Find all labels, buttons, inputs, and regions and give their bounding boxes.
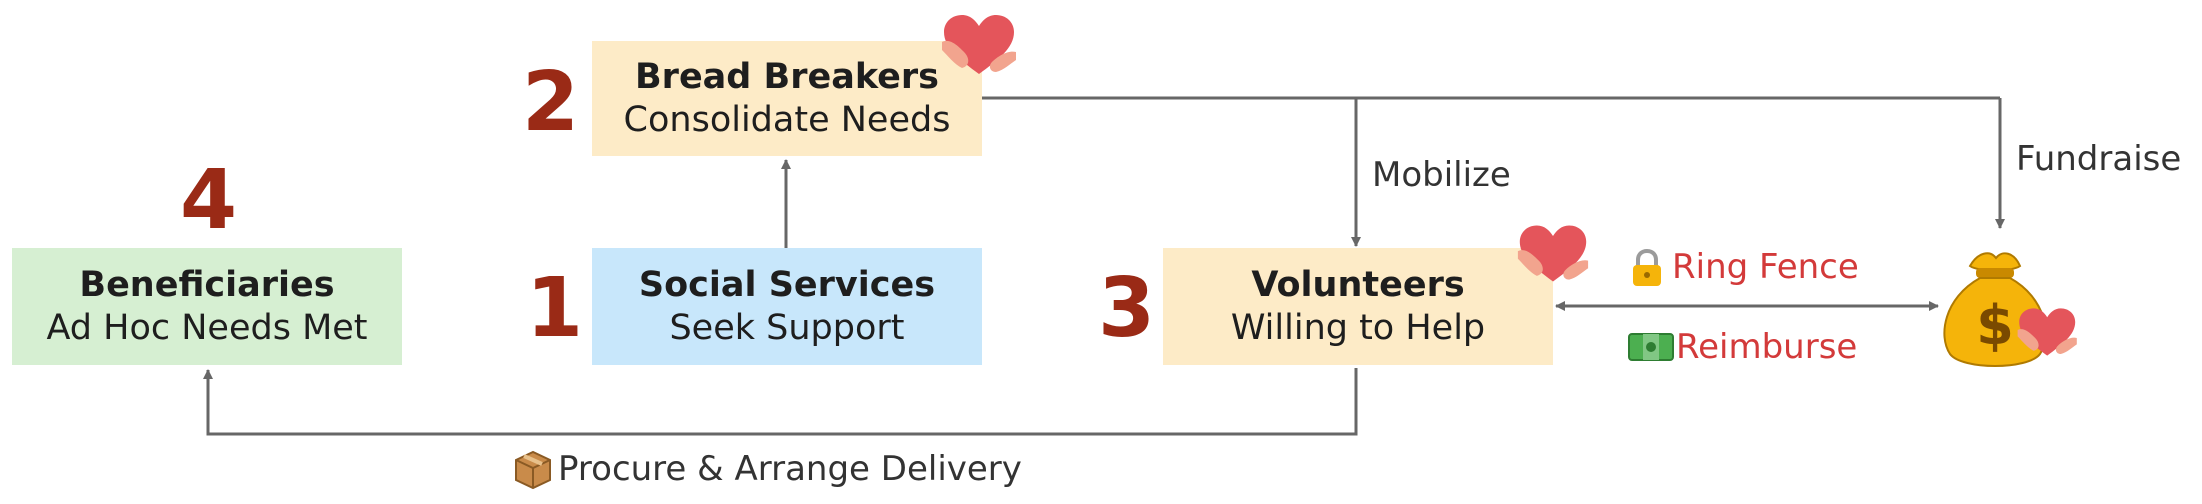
volunteers-title: Volunteers [1251,264,1465,305]
fundraise-label: Fundraise [2016,139,2182,179]
beneficiaries-node: Beneficiaries Ad Hoc Needs Met [12,248,402,365]
heart-hands-icon [942,15,1016,74]
procure-label: Procure & Arrange Delivery [558,449,1022,489]
step-number-2: 2 [522,55,580,150]
banknote-icon [1628,333,1674,361]
step-number-1: 1 [526,261,584,356]
social-services-title: Social Services [638,264,936,305]
bread-breakers-title: Bread Breakers [635,56,939,97]
social-services-subtitle: Seek Support [669,307,905,348]
ring-fence-label: Ring Fence [1672,247,1859,287]
volunteers-node: Volunteers Willing to Help [1163,248,1553,365]
lock-icon [1633,248,1661,286]
bread-breakers-node: Bread Breakers Consolidate Needs [592,41,982,156]
step-number-3: 3 [1098,261,1156,356]
mobilize-label: Mobilize [1372,155,1511,195]
heart-hands-icon [2017,308,2077,356]
social-services-node: Social Services Seek Support [592,248,982,365]
beneficiaries-subtitle: Ad Hoc Needs Met [46,307,368,348]
svg-text:$: $ [1976,294,2014,357]
beneficiaries-title: Beneficiaries [79,264,335,305]
arrow-volunteers-to-beneficiaries [203,368,1358,436]
money-bag-icon: $ [1943,252,2077,367]
bread-breakers-subtitle: Consolidate Needs [623,99,951,140]
heart-hands-icon [1517,225,1589,282]
volunteers-subtitle: Willing to Help [1230,307,1486,348]
reimburse-label: Reimburse [1676,327,1858,367]
package-icon [515,450,551,490]
step-number-4: 4 [180,153,238,248]
